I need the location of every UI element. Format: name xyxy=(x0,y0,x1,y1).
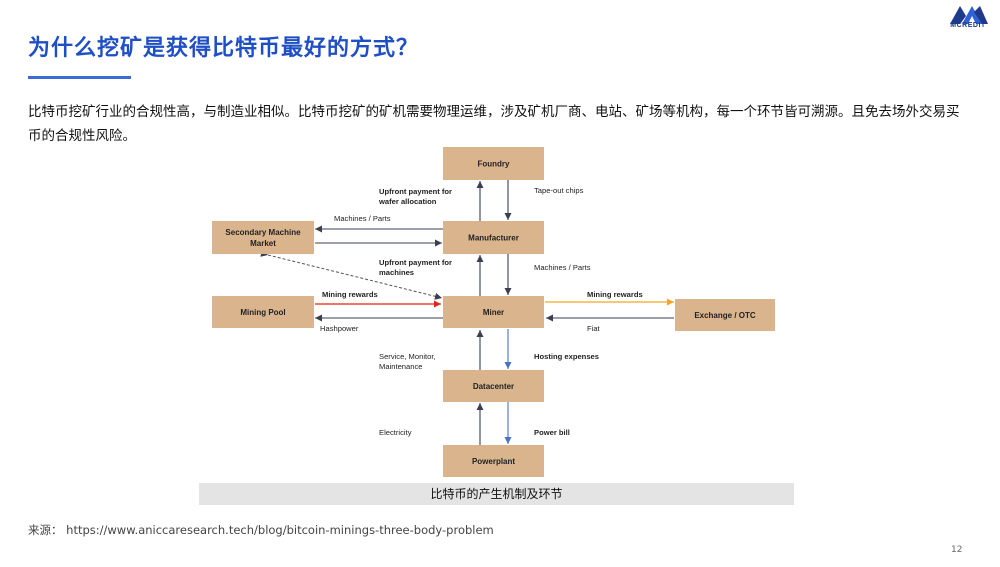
svg-text:Market: Market xyxy=(250,239,276,248)
svg-text:Foundry: Foundry xyxy=(478,160,511,169)
label-mining-rewards-right: Mining rewards xyxy=(587,290,643,299)
svg-text:Datacenter: Datacenter xyxy=(473,382,514,391)
body-paragraph: 比特币挖矿行业的合规性高，与制造业相似。比特币挖矿的矿机需要物理运维，涉及矿机厂… xyxy=(28,104,960,144)
label-upfront-machines-1: Upfront payment for xyxy=(379,258,452,267)
node-manufacturer: Manufacturer xyxy=(443,221,544,254)
mcredit-logo-icon xyxy=(950,6,988,24)
page-number: 12 xyxy=(951,545,963,555)
title-underline xyxy=(28,76,131,79)
node-powerplant: Powerplant xyxy=(443,445,544,477)
svg-text:Manufacturer: Manufacturer xyxy=(468,234,519,243)
label-power-bill: Power bill xyxy=(534,428,570,437)
logo-text: MCREDIT xyxy=(950,22,986,29)
svg-text:Exchange / OTC: Exchange / OTC xyxy=(694,311,756,320)
label-fiat: Fiat xyxy=(587,324,601,333)
node-miner: Miner xyxy=(443,296,544,328)
svg-text:Miner: Miner xyxy=(483,308,504,317)
node-mining-pool: Mining Pool xyxy=(212,296,314,328)
label-tape-out: Tape-out chips xyxy=(534,186,584,195)
label-machines-parts-right: Machines / Parts xyxy=(534,263,591,272)
label-service-2: Maintenance xyxy=(379,362,422,371)
label-machines-parts-left: Machines / Parts xyxy=(334,214,391,223)
node-datacenter: Datacenter xyxy=(443,370,544,402)
source-link[interactable]: 来源： https://www.aniccaresearch.tech/blog… xyxy=(28,523,494,537)
label-service-1: Service, Monitor, xyxy=(379,352,436,361)
svg-text:Secondary Machine: Secondary Machine xyxy=(225,228,301,237)
node-secondary-machine-market: Secondary Machine Market xyxy=(212,221,314,254)
label-hashpower: Hashpower xyxy=(320,324,359,333)
label-electricity: Electricity xyxy=(379,428,412,437)
node-foundry: Foundry xyxy=(443,147,544,180)
caption-background xyxy=(199,483,794,505)
node-exchange-otc: Exchange / OTC xyxy=(675,299,775,331)
label-upfront-wafer-2: wafer allocation xyxy=(378,197,437,206)
label-mining-rewards-left: Mining rewards xyxy=(322,290,378,299)
label-upfront-machines-2: machines xyxy=(379,268,414,277)
diagram-caption: 比特币的产生机制及环节 xyxy=(430,487,563,501)
svg-text:Mining Pool: Mining Pool xyxy=(240,308,285,317)
svg-text:Powerplant: Powerplant xyxy=(472,457,515,466)
label-upfront-wafer-1: Upfront payment for xyxy=(379,187,452,196)
label-hosting: Hosting expenses xyxy=(534,352,599,361)
slide-title: 为什么挖矿是获得比特币最好的方式？ xyxy=(28,36,420,61)
